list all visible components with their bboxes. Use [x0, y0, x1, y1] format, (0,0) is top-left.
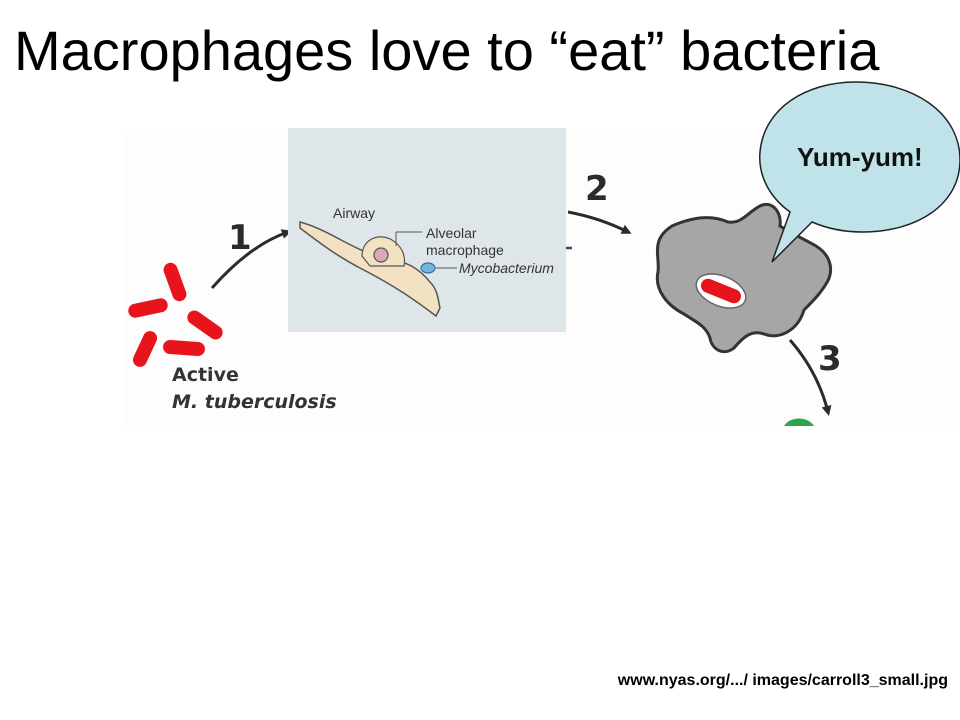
step-number-1: 1: [228, 218, 252, 258]
bacteria-cluster: [128, 262, 223, 367]
bacteria-label-line2: M. tuberculosis: [172, 391, 337, 413]
alveolar-label: Alveolar: [426, 225, 477, 241]
mycobacterium-label: Mycobacterium: [459, 260, 554, 276]
slide-title: Macrophages love to “eat” bacteria: [14, 19, 880, 82]
arrow-step-1: [210, 229, 292, 289]
speech-bubble-text: Yum-yum!: [797, 142, 923, 172]
source-caption: www.nyas.org/.../ images/carroll3_small.…: [617, 672, 948, 689]
arrow-step-3: [788, 339, 832, 416]
inset-panel: Airway Alveolar macrophage Mycobacterium: [288, 128, 566, 332]
bacterium: [163, 340, 205, 356]
step-number-3: 3: [818, 339, 842, 379]
green-cell-edge: [784, 418, 814, 426]
airway-label: Airway: [333, 205, 375, 221]
bacterium: [187, 310, 223, 340]
bacterium: [163, 262, 187, 302]
bacterium: [132, 331, 158, 367]
engulfed-bacterium: [701, 278, 741, 304]
speech-bubble: [759, 81, 960, 263]
macrophage-label: macrophage: [426, 242, 504, 258]
step-number-2: 2: [585, 169, 609, 209]
arrow-step-2: [567, 210, 632, 234]
macrophage-nucleus: [373, 247, 389, 263]
mycobacterium-dot: [420, 262, 436, 274]
bacteria-label-line1: Active: [172, 364, 239, 386]
bacterium: [128, 298, 168, 318]
